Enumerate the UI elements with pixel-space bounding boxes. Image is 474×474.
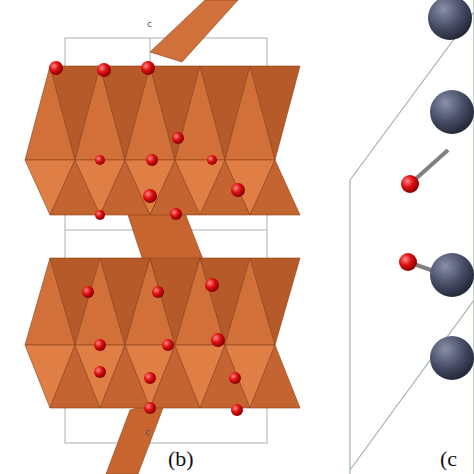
oxygen-atoms-c <box>399 175 419 271</box>
axis-label: c <box>145 428 150 437</box>
metal-atoms <box>428 0 474 380</box>
unit-cell <box>65 38 267 443</box>
octahedra-lower-layer <box>25 258 300 408</box>
oxygen-atoms <box>49 61 245 416</box>
panel-label: (c <box>440 448 457 470</box>
panel-label: (b) <box>168 448 194 470</box>
octahedra-upper-layer <box>25 66 300 215</box>
axis-label: c <box>147 20 152 29</box>
rhombohedral-cell <box>350 0 474 474</box>
